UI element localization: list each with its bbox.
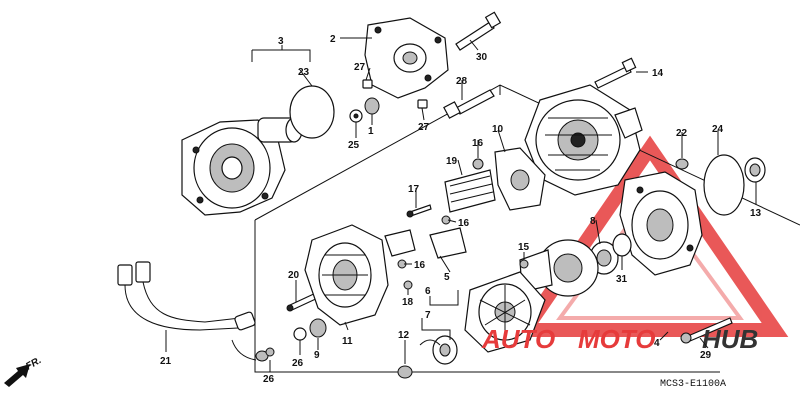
part-stator-11 xyxy=(304,224,389,326)
label-part-2: 2 xyxy=(330,34,336,45)
arrow-down-left-icon xyxy=(4,364,30,387)
label-part-3: 3 xyxy=(278,36,284,47)
label-part-1: 1 xyxy=(368,126,374,137)
part-bolt-29 xyxy=(680,317,733,344)
label-part-20: 20 xyxy=(288,270,300,281)
part-nut-22 xyxy=(675,158,689,170)
part-nut-25 xyxy=(349,109,363,123)
watermark-text-moto: MOTO xyxy=(578,324,656,354)
part-collar-1 xyxy=(364,97,380,115)
label-part-19: 19 xyxy=(446,156,458,167)
part-alternator-housing xyxy=(524,84,643,196)
part-seal-13 xyxy=(744,157,766,183)
label-part-9: 9 xyxy=(314,350,320,361)
label-part-21: 21 xyxy=(160,356,172,367)
part-rotor-fan xyxy=(464,271,546,353)
assembly-outline xyxy=(254,84,800,373)
label-part-28: 28 xyxy=(456,76,468,87)
bracket-3 xyxy=(251,49,311,62)
label-part-16a: 16 xyxy=(472,138,484,149)
label-part-27a: 27 xyxy=(354,62,366,73)
part-screw-15 xyxy=(519,259,529,269)
part-regulator-19 xyxy=(444,169,496,213)
part-rectifier-5 xyxy=(384,227,467,259)
part-screw-18 xyxy=(403,280,413,290)
label-part-14: 14 xyxy=(652,68,664,79)
part-circlip xyxy=(419,339,441,346)
part-collar-26a xyxy=(293,327,307,341)
watermark-text-hub: HUB xyxy=(702,324,758,354)
part-o-ring-24 xyxy=(703,154,745,216)
watermark-text: AUTO MOTO HUB xyxy=(481,324,758,354)
part-cover-assembly xyxy=(181,117,303,216)
watermark-text-auto: AUTO xyxy=(481,324,555,354)
part-bolt-14 xyxy=(594,57,637,89)
part-bolt-28 xyxy=(443,89,495,119)
label-part-6: 6 xyxy=(425,286,431,297)
part-wire-harness-21 xyxy=(117,261,275,362)
part-front-cover xyxy=(619,171,703,276)
label-part-26a: 26 xyxy=(292,358,304,369)
part-number-labels: 3 23 2 27 1 25 27 28 30 14 10 16 19 17 1… xyxy=(160,34,762,385)
front-label: FR. xyxy=(24,355,43,373)
part-small-27a xyxy=(362,79,373,89)
label-part-15: 15 xyxy=(518,242,530,253)
label-part-8: 8 xyxy=(590,216,596,227)
leader-lines xyxy=(165,37,757,372)
label-part-16c: 16 xyxy=(414,260,426,271)
label-part-30: 30 xyxy=(476,52,488,63)
label-part-22: 22 xyxy=(676,128,688,139)
label-part-12: 12 xyxy=(398,330,410,341)
label-part-11: 11 xyxy=(342,336,353,347)
part-small-27b xyxy=(417,99,428,109)
part-collar-12 xyxy=(397,365,413,379)
label-part-27b: 27 xyxy=(418,122,430,133)
label-part-17: 17 xyxy=(408,184,420,195)
label-part-23: 23 xyxy=(298,67,310,78)
label-part-25: 25 xyxy=(348,140,360,151)
label-part-13: 13 xyxy=(750,208,762,219)
part-bearing-7 xyxy=(432,335,458,365)
label-part-10: 10 xyxy=(492,124,504,135)
label-part-4: 4 xyxy=(654,338,660,349)
part-rear-bracket xyxy=(364,17,449,99)
label-part-24: 24 xyxy=(712,124,724,135)
part-spacer-31 xyxy=(612,233,632,257)
diagram-code: MCS3-E1100A xyxy=(660,379,726,390)
part-screw-16a xyxy=(472,158,484,170)
front-direction-indicator: FR. xyxy=(4,355,43,387)
label-part-26b: 26 xyxy=(263,374,275,385)
label-part-5: 5 xyxy=(444,272,450,283)
part-brush-holder-10 xyxy=(494,147,546,211)
part-o-ring-23 xyxy=(289,85,335,139)
label-part-31: 31 xyxy=(616,274,628,285)
label-part-7: 7 xyxy=(425,310,431,321)
part-grommet-9 xyxy=(309,318,327,338)
part-screw-17 xyxy=(406,204,432,218)
label-part-18: 18 xyxy=(402,297,414,308)
part-bolt-30 xyxy=(455,11,502,51)
label-part-16b: 16 xyxy=(458,218,470,229)
label-part-29: 29 xyxy=(700,350,712,361)
